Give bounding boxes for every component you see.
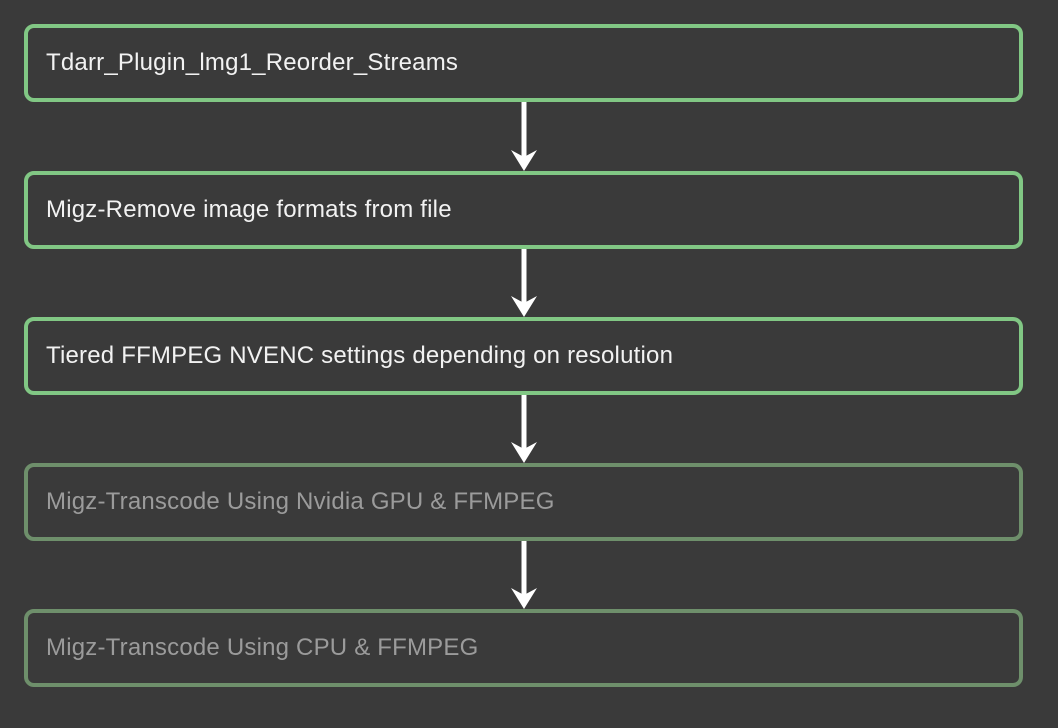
node-reorder-streams-label: Tdarr_Plugin_lmg1_Reorder_Streams [46,49,459,76]
node-transcode-nvidia-gpu-label: Migz-Transcode Using Nvidia GPU & FFMPEG [46,488,555,515]
node-tiered-ffmpeg-nvenc-label: Tiered FFMPEG NVENC settings depending o… [46,342,674,369]
node-remove-image-formats: Migz-Remove image formats from file [24,171,1023,249]
arrow-down-icon [511,541,537,609]
node-reorder-streams: Tdarr_Plugin_lmg1_Reorder_Streams [24,24,1023,102]
arrow-down-icon [511,249,537,317]
arrow-down-icon [511,102,537,171]
node-transcode-cpu-label: Migz-Transcode Using CPU & FFMPEG [46,634,479,661]
node-remove-image-formats-label: Migz-Remove image formats from file [46,196,452,223]
node-transcode-cpu: Migz-Transcode Using CPU & FFMPEG [24,609,1023,687]
arrow-down-icon [511,395,537,463]
node-tiered-ffmpeg-nvenc: Tiered FFMPEG NVENC settings depending o… [24,317,1023,395]
node-transcode-nvidia-gpu: Migz-Transcode Using Nvidia GPU & FFMPEG [24,463,1023,541]
